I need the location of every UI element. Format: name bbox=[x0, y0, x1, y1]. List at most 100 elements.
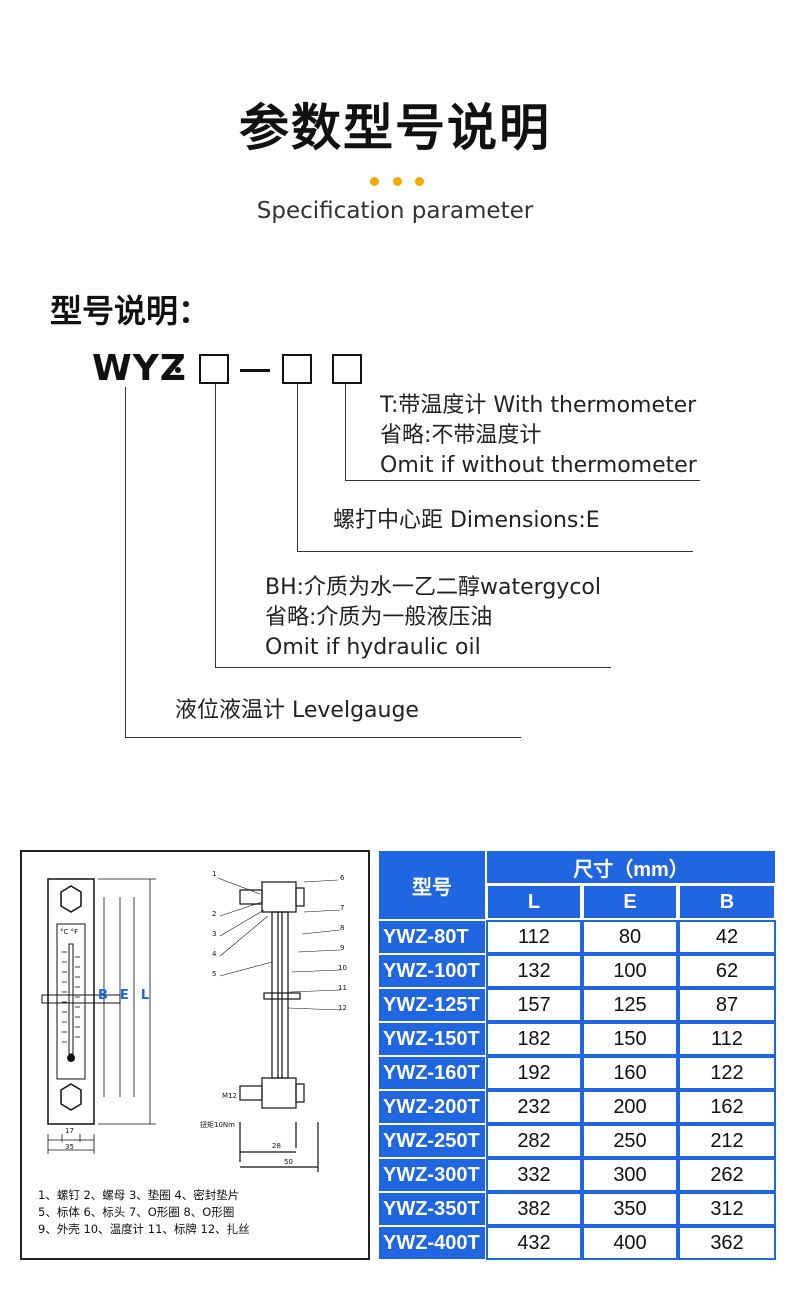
connector-line bbox=[345, 384, 346, 481]
model-cell: YWZ-300T bbox=[378, 1158, 486, 1192]
code-slot-dimension bbox=[282, 354, 312, 384]
value-cell-l: 157 bbox=[486, 988, 582, 1022]
header-size: 尺寸（mm） bbox=[486, 850, 776, 884]
model-cell: YWZ-150T bbox=[378, 1022, 486, 1056]
connector-line bbox=[125, 387, 126, 738]
value-cell-e: 200 bbox=[582, 1090, 678, 1124]
desc-line: 省略:不带温度计 bbox=[380, 423, 542, 448]
connector-line bbox=[125, 737, 521, 738]
section-view bbox=[239, 881, 319, 1172]
scale-ticks bbox=[62, 951, 80, 1043]
part-num: 4 bbox=[212, 950, 217, 958]
torque-note: 扭矩10Nm bbox=[200, 1121, 235, 1129]
desc-thermometer: T:带温度计 With thermometer 省略:不带温度计 Omit if… bbox=[380, 391, 697, 481]
code-slot-thermometer bbox=[332, 354, 362, 384]
legend-line: 1、螺钉 2、螺母 3、垫圈 4、密封垫片 bbox=[38, 1188, 240, 1202]
value-cell-l: 112 bbox=[486, 920, 582, 954]
part-num: 2 bbox=[212, 910, 217, 918]
gauge-window bbox=[56, 923, 86, 1080]
value-cell-e: 250 bbox=[582, 1124, 678, 1158]
value-cell-l: 332 bbox=[486, 1158, 582, 1192]
value-cell-b: 362 bbox=[678, 1226, 776, 1260]
value-cell-b: 212 bbox=[678, 1124, 776, 1158]
dim-17: 17 bbox=[65, 1127, 74, 1135]
value-cell-b: 122 bbox=[678, 1056, 776, 1090]
desc-line: BH:介质为水一乙二醇watergycol bbox=[265, 575, 601, 600]
dim-letters: BEL bbox=[98, 988, 161, 1003]
dim-28: 28 bbox=[272, 1142, 281, 1150]
page-subtitle: Specification parameter bbox=[256, 198, 534, 224]
model-cell: YWZ-250T bbox=[378, 1124, 486, 1158]
value-cell-l: 192 bbox=[486, 1056, 582, 1090]
connector-line bbox=[215, 384, 216, 668]
desc-line: T:带温度计 With thermometer bbox=[380, 393, 697, 418]
thermo-scale-label: °C °F bbox=[60, 928, 79, 936]
dot bbox=[415, 177, 424, 186]
header-col-e: E bbox=[582, 884, 678, 920]
desc-line: 省略:介质为一般液压油 bbox=[265, 605, 493, 630]
value-cell-b: 112 bbox=[678, 1022, 776, 1056]
bottom-bolt bbox=[60, 1083, 82, 1111]
value-cell-l: 182 bbox=[486, 1022, 582, 1056]
connector-line bbox=[297, 384, 298, 552]
value-cell-l: 432 bbox=[486, 1226, 582, 1260]
value-cell-l: 382 bbox=[486, 1192, 582, 1226]
part-num: 10 bbox=[338, 964, 347, 972]
thermometer-tube bbox=[68, 943, 74, 1055]
part-num: 11 bbox=[338, 984, 347, 992]
parts-legend: 1、螺钉 2、螺母 3、垫圈 4、密封垫片 5、标体 6、标头 7、O形圈 8、… bbox=[38, 1187, 250, 1238]
part-num: 5 bbox=[212, 970, 217, 978]
desc-medium: BH:介质为水一乙二醇watergycol 省略:介质为一般液压油 Omit i… bbox=[265, 573, 601, 663]
value-cell-l: 282 bbox=[486, 1124, 582, 1158]
value-cell-e: 300 bbox=[582, 1158, 678, 1192]
header-model: 型号 bbox=[378, 850, 486, 920]
desc-line: Omit if without thermometer bbox=[380, 453, 697, 478]
model-cell: YWZ-200T bbox=[378, 1090, 486, 1124]
connector-line bbox=[345, 480, 700, 481]
model-cell: YWZ-100T bbox=[378, 954, 486, 988]
desc-line: 液位液温计 Levelgauge bbox=[175, 698, 419, 723]
desc-line: Omit if hydraulic oil bbox=[265, 635, 481, 660]
value-cell-b: 312 bbox=[678, 1192, 776, 1226]
thermometer-bulb bbox=[67, 1054, 75, 1062]
model-code-dot bbox=[175, 367, 181, 373]
value-cell-l: 232 bbox=[486, 1090, 582, 1124]
drawing-svg bbox=[41, 877, 341, 1172]
thread-note: M12 bbox=[222, 1092, 237, 1100]
value-cell-b: 42 bbox=[678, 920, 776, 954]
part-num: 12 bbox=[338, 1004, 347, 1012]
dot bbox=[370, 177, 379, 186]
section-title: 型号说明： bbox=[50, 292, 211, 330]
model-code-prefix: WYZ bbox=[92, 348, 187, 389]
value-cell-e: 400 bbox=[582, 1226, 678, 1260]
dim-35: 35 bbox=[65, 1143, 74, 1151]
part-num: 3 bbox=[212, 930, 217, 938]
code-dash bbox=[240, 369, 270, 372]
value-cell-b: 162 bbox=[678, 1090, 776, 1124]
model-cell: YWZ-125T bbox=[378, 988, 486, 1022]
value-cell-b: 262 bbox=[678, 1158, 776, 1192]
value-cell-b: 87 bbox=[678, 988, 776, 1022]
code-slot-medium bbox=[199, 354, 229, 384]
value-cell-e: 100 bbox=[582, 954, 678, 988]
value-cell-e: 350 bbox=[582, 1192, 678, 1226]
value-cell-e: 160 bbox=[582, 1056, 678, 1090]
connector-line bbox=[215, 667, 611, 668]
desc-type: 液位液温计 Levelgauge bbox=[175, 696, 419, 726]
technical-drawing: BEL °C °F 17 35 28 50 扭矩10Nm M12 1 2 3 4… bbox=[20, 850, 370, 1260]
value-cell-l: 132 bbox=[486, 954, 582, 988]
header-col-b: B bbox=[678, 884, 776, 920]
model-cell: YWZ-350T bbox=[378, 1192, 486, 1226]
leader-lines bbox=[217, 877, 341, 1011]
part-num: 7 bbox=[340, 904, 345, 912]
desc-dimension: 螺打中心距 Dimensions:E bbox=[333, 506, 600, 536]
decorative-dots bbox=[370, 177, 424, 187]
value-cell-e: 80 bbox=[582, 920, 678, 954]
value-cell-b: 62 bbox=[678, 954, 776, 988]
dim-50: 50 bbox=[284, 1158, 293, 1166]
model-cell: YWZ-160T bbox=[378, 1056, 486, 1090]
dim-letter-e: E bbox=[119, 988, 141, 1003]
part-num: 6 bbox=[340, 874, 345, 882]
legend-line: 9、外壳 10、温度计 11、标牌 12、扎丝 bbox=[38, 1222, 250, 1236]
